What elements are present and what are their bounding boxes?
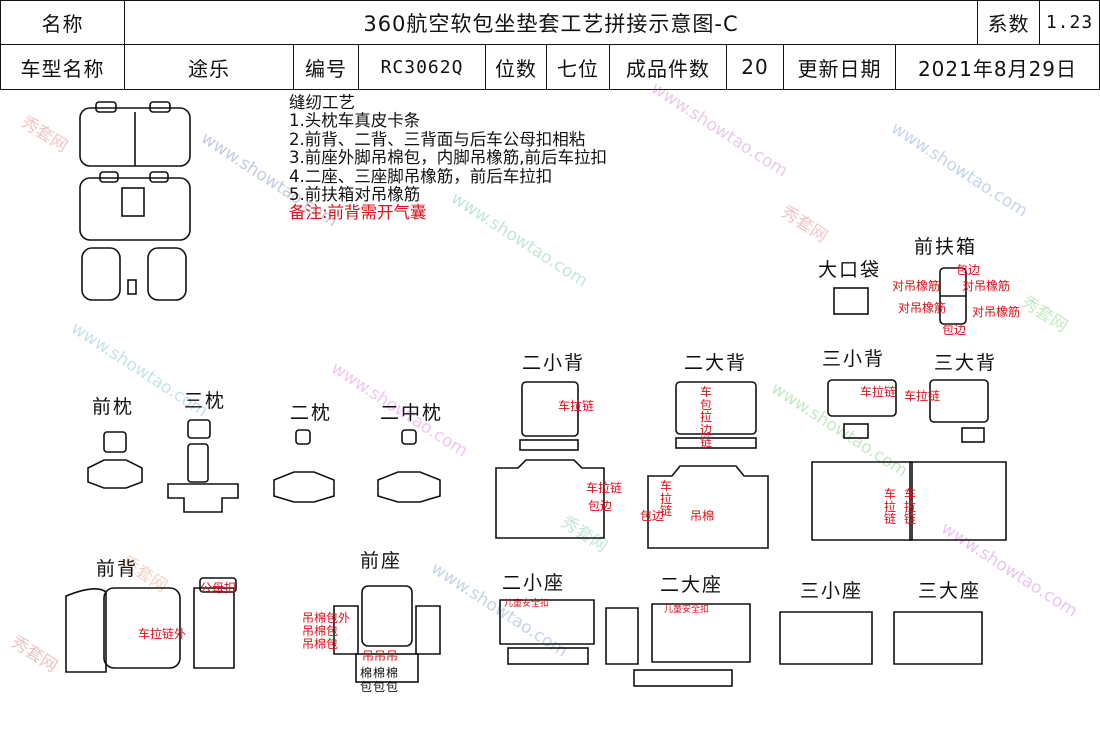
annotation-zip: 车拉链 <box>884 487 897 527</box>
part-label-third-small-back: 三小背 <box>822 348 886 370</box>
annotation-armrest-pair: 对吊橡筋 <box>972 305 1021 319</box>
annotation-zip-outside: 车拉链外 <box>138 627 187 641</box>
date-value: 2021年8月29日 <box>895 44 1100 90</box>
part-label-second-mid-pillow: 二中枕 <box>380 402 444 424</box>
seats-value: 七位 <box>546 44 610 90</box>
part-label-third-big-seat: 三大座 <box>918 580 982 602</box>
annotation-cotton: 吊棉 <box>690 509 715 523</box>
part-label-second-small-seat: 二小座 <box>502 572 566 594</box>
second-pillow-shape <box>273 429 335 503</box>
note-item: 2.前背、二背、三背面与后车公母扣相粘 <box>289 129 586 149</box>
annotation-hook: 公母扣 <box>200 581 237 595</box>
third-pillow-shape <box>167 419 239 513</box>
third-big-seat-shape <box>893 611 983 665</box>
part-label-third-small-seat: 三小座 <box>800 580 864 602</box>
annotation-zip: 车拉链 <box>860 385 897 399</box>
annotation-edge: 包边 <box>640 509 665 523</box>
annotation-cotton: 包包包 <box>360 680 400 694</box>
second-small-seat-shape <box>499 599 595 665</box>
second-small-back-shape <box>495 381 605 539</box>
coef-label: 系数 <box>977 0 1040 45</box>
annotation-armrest-pair: 对吊橡筋 <box>892 279 941 293</box>
notes-remark: 备注:前背需开气囊 <box>289 203 427 223</box>
annotation-zip: 车拉链 <box>904 389 941 403</box>
code-label: 编号 <box>293 44 359 90</box>
annotation-zip: 车拉链 <box>904 487 917 527</box>
annotation-zip-edge: 车包拉边链 <box>700 385 713 450</box>
code-value: RC3062Q <box>358 44 486 90</box>
annotation-armrest-edge: 包边 <box>942 323 967 337</box>
annotation-armrest-pair: 对吊橡筋 <box>962 279 1011 293</box>
big-pocket-shape <box>833 287 869 315</box>
front-pillow-shape <box>87 431 143 489</box>
part-label-second-big-back: 二大背 <box>684 352 748 374</box>
name-label: 名称 <box>0 0 125 45</box>
part-label-second-pillow: 二枕 <box>290 402 333 424</box>
part-label-front-seat: 前座 <box>360 550 403 572</box>
second-big-back-shape <box>647 381 769 549</box>
note-item: 4.二座、三座脚吊橡筋，前后车拉扣 <box>289 166 553 186</box>
notes-title: 缝纫工艺 <box>289 93 355 112</box>
annotation-cotton: 吊棉包 <box>302 624 339 638</box>
annotation-cotton: 吊棉包外 <box>302 611 351 625</box>
coef-value: 1.23 <box>1039 0 1100 45</box>
annotation-child-safety: 儿童安全扣 <box>504 599 550 609</box>
part-label-big-pocket: 大口袋 <box>818 259 882 281</box>
part-label-second-big-seat: 二大座 <box>660 574 724 596</box>
annotation-armrest-pair: 对吊橡筋 <box>898 301 947 315</box>
header-table: 名称 360航空软包坐垫套工艺拼接示意图-C 系数 1.23 车型名称 途乐 编… <box>0 0 1100 90</box>
part-label-third-big-back: 三大背 <box>934 352 998 374</box>
second-big-seat-shape <box>605 603 751 687</box>
front-seat-shape <box>333 585 441 683</box>
annotation-child-safety: 儿童安全扣 <box>664 605 710 615</box>
annotation-cotton: 吊棉包 <box>302 637 339 651</box>
annotation-cotton: 吊吊吊 <box>362 649 399 663</box>
part-label-third-pillow: 三枕 <box>184 390 227 412</box>
annotation-zip: 车拉链 <box>586 481 623 495</box>
third-small-back-shape <box>811 379 913 541</box>
third-small-seat-shape <box>779 611 873 665</box>
third-big-back-shape <box>909 379 1007 541</box>
date-label: 更新日期 <box>783 44 896 90</box>
note-item: 3.前座外脚吊棉包，内脚吊橡筋,前后车拉扣 <box>289 148 607 168</box>
front-armrest-shape <box>939 267 967 325</box>
annotation-cotton: 棉棉棉 <box>360 666 400 680</box>
note-item: 5.前扶箱对吊橡筋 <box>289 185 421 205</box>
part-label-front-armrest: 前扶箱 <box>914 236 978 258</box>
seats-label: 位数 <box>485 44 547 90</box>
model-label: 车型名称 <box>0 44 125 90</box>
sewing-notes: 缝纫工艺 1.头枕车真皮卡条 2.前背、二背、三背面与后车公母扣相粘 3.前座外… <box>289 93 607 223</box>
seat-overview-diagram <box>79 101 191 301</box>
part-label-second-small-back: 二小背 <box>522 352 586 374</box>
front-back-shape <box>65 577 237 673</box>
note-item: 1.头枕车真皮卡条 <box>289 111 421 131</box>
pieces-label: 成品件数 <box>609 44 727 90</box>
annotation-armrest-edge: 包边 <box>956 263 981 277</box>
annotation-zip: 车拉链 <box>558 399 595 413</box>
annotation-zip: 车拉链 <box>660 479 673 519</box>
part-label-front-pillow: 前枕 <box>92 396 135 418</box>
part-label-front-back: 前背 <box>96 558 139 580</box>
second-mid-pillow-shape <box>377 429 441 503</box>
pieces-value: 20 <box>726 44 784 90</box>
annotation-edge: 包边 <box>588 499 613 513</box>
